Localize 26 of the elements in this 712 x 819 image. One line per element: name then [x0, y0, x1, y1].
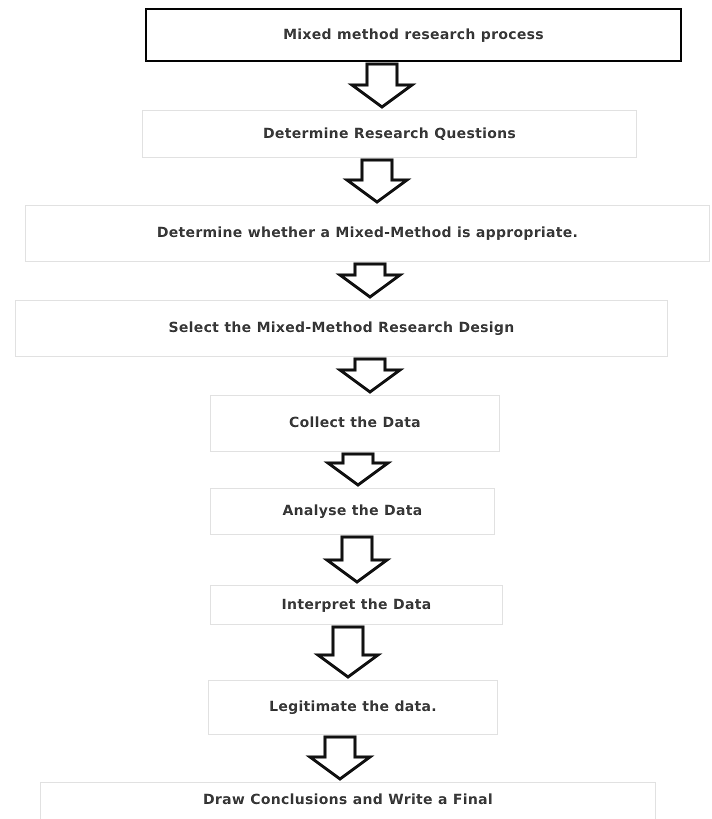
hollow-arrow: [313, 626, 383, 679]
process-box: [208, 680, 498, 735]
process-box: [210, 585, 503, 625]
hollow-arrow: [347, 62, 417, 109]
step-label: Mixed method research process: [283, 26, 544, 44]
process-box: [40, 782, 656, 819]
hollow-arrow: [322, 536, 392, 584]
hollow-arrow: [335, 358, 405, 394]
process-box: [25, 205, 710, 262]
process-box: [145, 8, 682, 62]
process-box: [142, 110, 637, 158]
hollow-arrow: [335, 262, 405, 299]
step-label: Draw Conclusions and Write a Final: [203, 791, 493, 810]
step-label: Interpret the Data: [282, 596, 432, 614]
process-box: [15, 300, 668, 357]
process-box: [210, 488, 495, 535]
step-label: Legitimate the data.: [269, 698, 437, 717]
process-box: [210, 395, 500, 452]
step-label: Determine Research Questions: [262, 124, 516, 144]
hollow-arrow: [323, 452, 393, 487]
step-label: Collect the Data: [289, 414, 421, 433]
hollow-arrow: [305, 736, 375, 781]
step-label: Select the Mixed-Method Research Design: [168, 319, 514, 338]
step-label: Analyse the Data: [282, 502, 422, 521]
hollow-arrow: [342, 158, 412, 204]
step-label: Determine whether a Mixed-Method is appropriate.: [156, 224, 578, 243]
